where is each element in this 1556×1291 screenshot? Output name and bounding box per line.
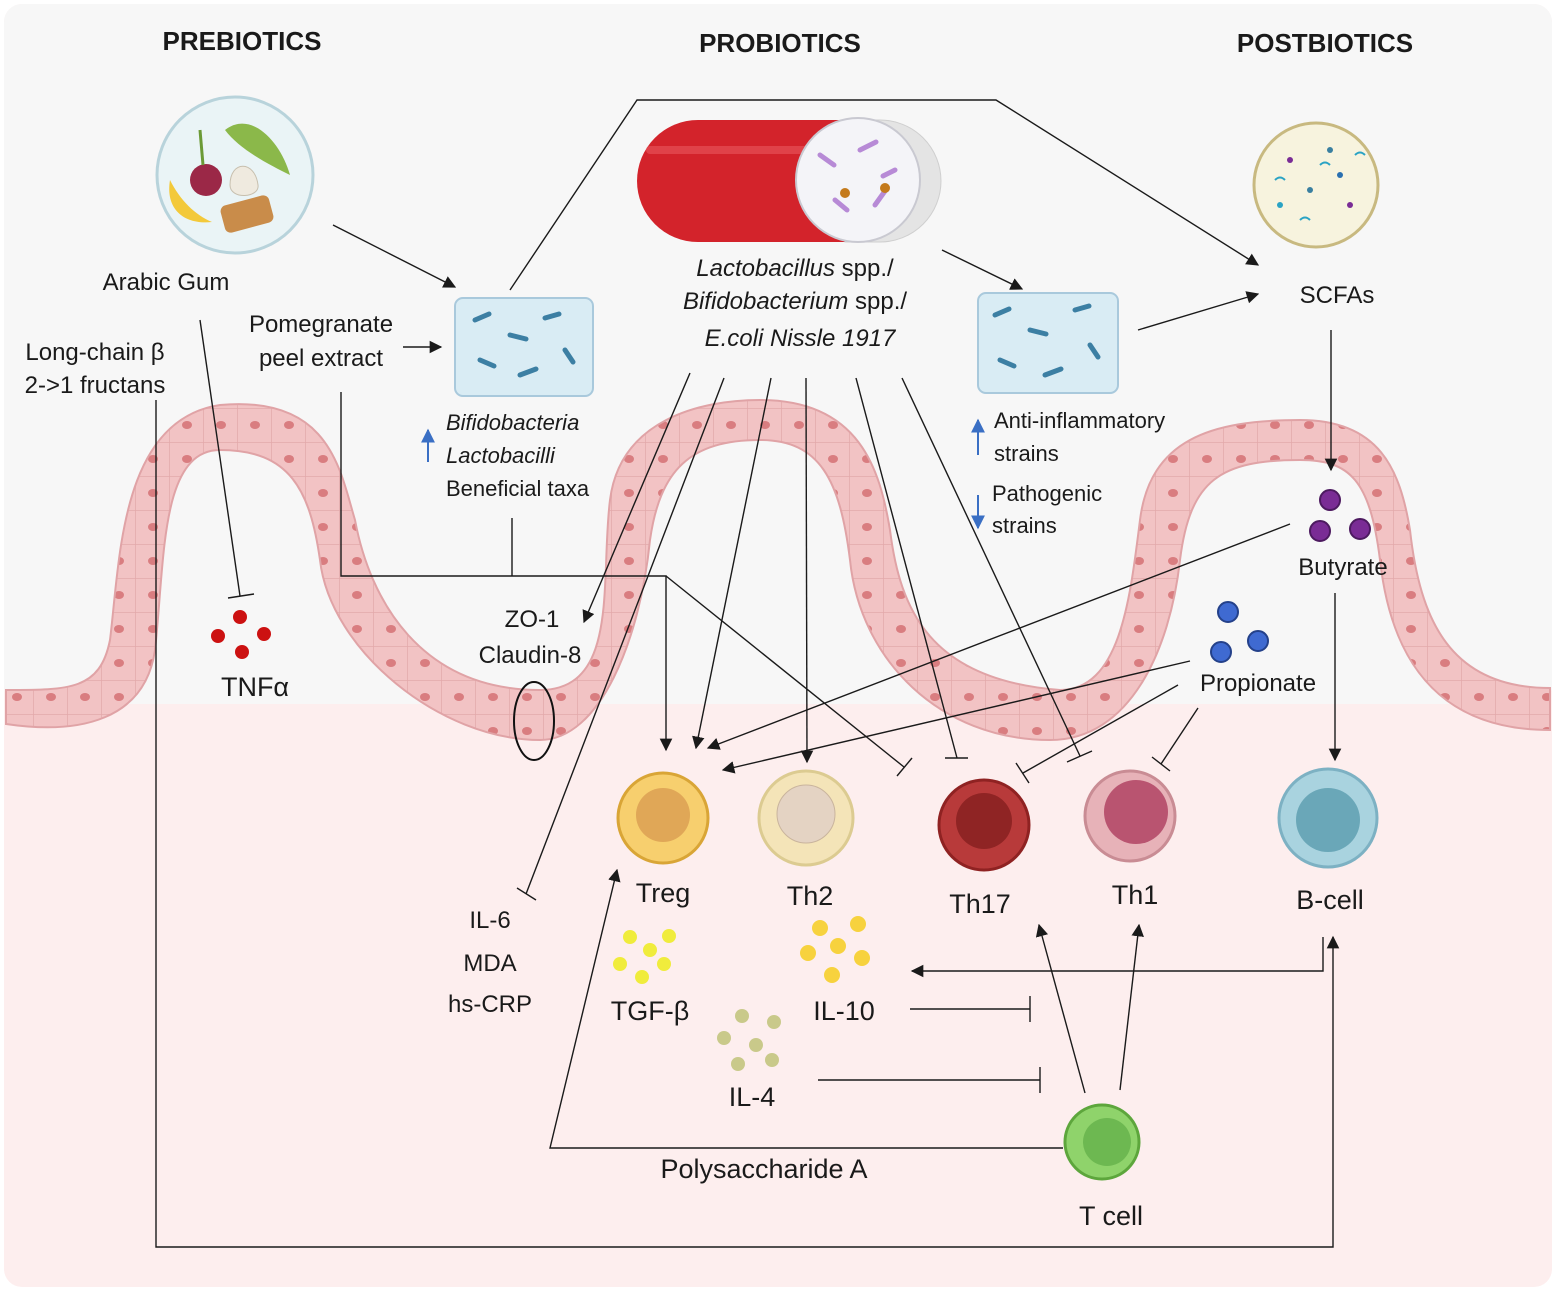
propionate-molecules-icon — [1210, 601, 1269, 663]
header-prebiotics: PREBIOTICS — [163, 26, 322, 56]
th17-cell-icon — [937, 778, 1031, 872]
pomegranate-label-1: Pomegranate — [249, 311, 393, 338]
il10-label: IL-10 — [813, 996, 875, 1026]
taxa-label-1: Bifidobacteria — [446, 410, 579, 435]
mda-label: MDA — [463, 950, 516, 977]
taxa-label-2: Lactobacilli — [446, 443, 556, 468]
scfas-label: SCFAs — [1300, 282, 1375, 309]
th2-cell-icon — [757, 769, 855, 867]
prebiotic-microbiota-icon — [454, 297, 594, 397]
strains-label-2: Bifidobacterium spp./ — [683, 288, 907, 315]
th17-label: Th17 — [949, 889, 1011, 919]
probiotic-capsule-icon — [637, 117, 942, 243]
th1-label: Th1 — [1112, 880, 1159, 910]
il4-molecules-icon — [717, 1009, 781, 1071]
taxa-label-3: Beneficial taxa — [446, 476, 590, 501]
il6-label: IL-6 — [469, 907, 510, 934]
tight-junction-ring — [513, 681, 555, 761]
propionate-label: Propionate — [1200, 670, 1316, 697]
strains-label-1: Lactobacillus spp./ — [696, 255, 894, 282]
th1-cell-icon — [1083, 769, 1177, 863]
gut-epithelium — [5, 398, 1551, 742]
arabic-gum-label: Arabic Gum — [103, 269, 230, 296]
tgfb-molecules-icon — [613, 929, 676, 984]
pomegranate-label-2: peel extract — [259, 345, 383, 372]
tcell-label: T cell — [1079, 1201, 1143, 1231]
tgfb-label: TGF-β — [611, 996, 690, 1026]
strains-label-3: E.coli Nissle 1917 — [705, 325, 897, 352]
pathogenic-label-2: strains — [992, 513, 1057, 538]
il10-molecules-icon — [800, 916, 870, 983]
bcell-icon — [1277, 767, 1379, 869]
fructans-label-1: Long-chain β — [25, 339, 164, 366]
prebiotic-foods-icon — [155, 95, 315, 255]
zo1-label: ZO-1 — [505, 606, 560, 633]
pathogenic-label-1: Pathogenic — [992, 481, 1102, 506]
claudin-label: Claudin-8 — [479, 642, 582, 669]
tnfa-label: TNFα — [221, 672, 289, 702]
bcell-label: B-cell — [1296, 885, 1364, 915]
treg-cell-icon — [616, 771, 710, 865]
hscrp-label: hs-CRP — [448, 991, 532, 1018]
probiotic-microbiota-icon — [977, 292, 1119, 394]
header-postbiotics: POSTBIOTICS — [1237, 28, 1413, 58]
anti-inflammatory-label-1: Anti-inflammatory — [994, 408, 1165, 433]
butyrate-label: Butyrate — [1298, 554, 1387, 581]
pathway-connectors — [155, 99, 1342, 1248]
butyrate-molecules-icon — [1309, 489, 1371, 542]
anti-inflammatory-label-2: strains — [994, 441, 1059, 466]
th2-label: Th2 — [787, 881, 834, 911]
fructans-label-2: 2->1 fructans — [25, 372, 166, 399]
header-probiotics: PROBIOTICS — [699, 28, 861, 58]
tnfa-molecules-icon — [211, 610, 271, 659]
scfas-dish-icon — [1252, 121, 1380, 249]
treg-label: Treg — [636, 878, 691, 908]
psa-label: Polysaccharide A — [660, 1154, 867, 1184]
tcell-icon — [1063, 1103, 1141, 1181]
il4-label: IL-4 — [729, 1082, 776, 1112]
